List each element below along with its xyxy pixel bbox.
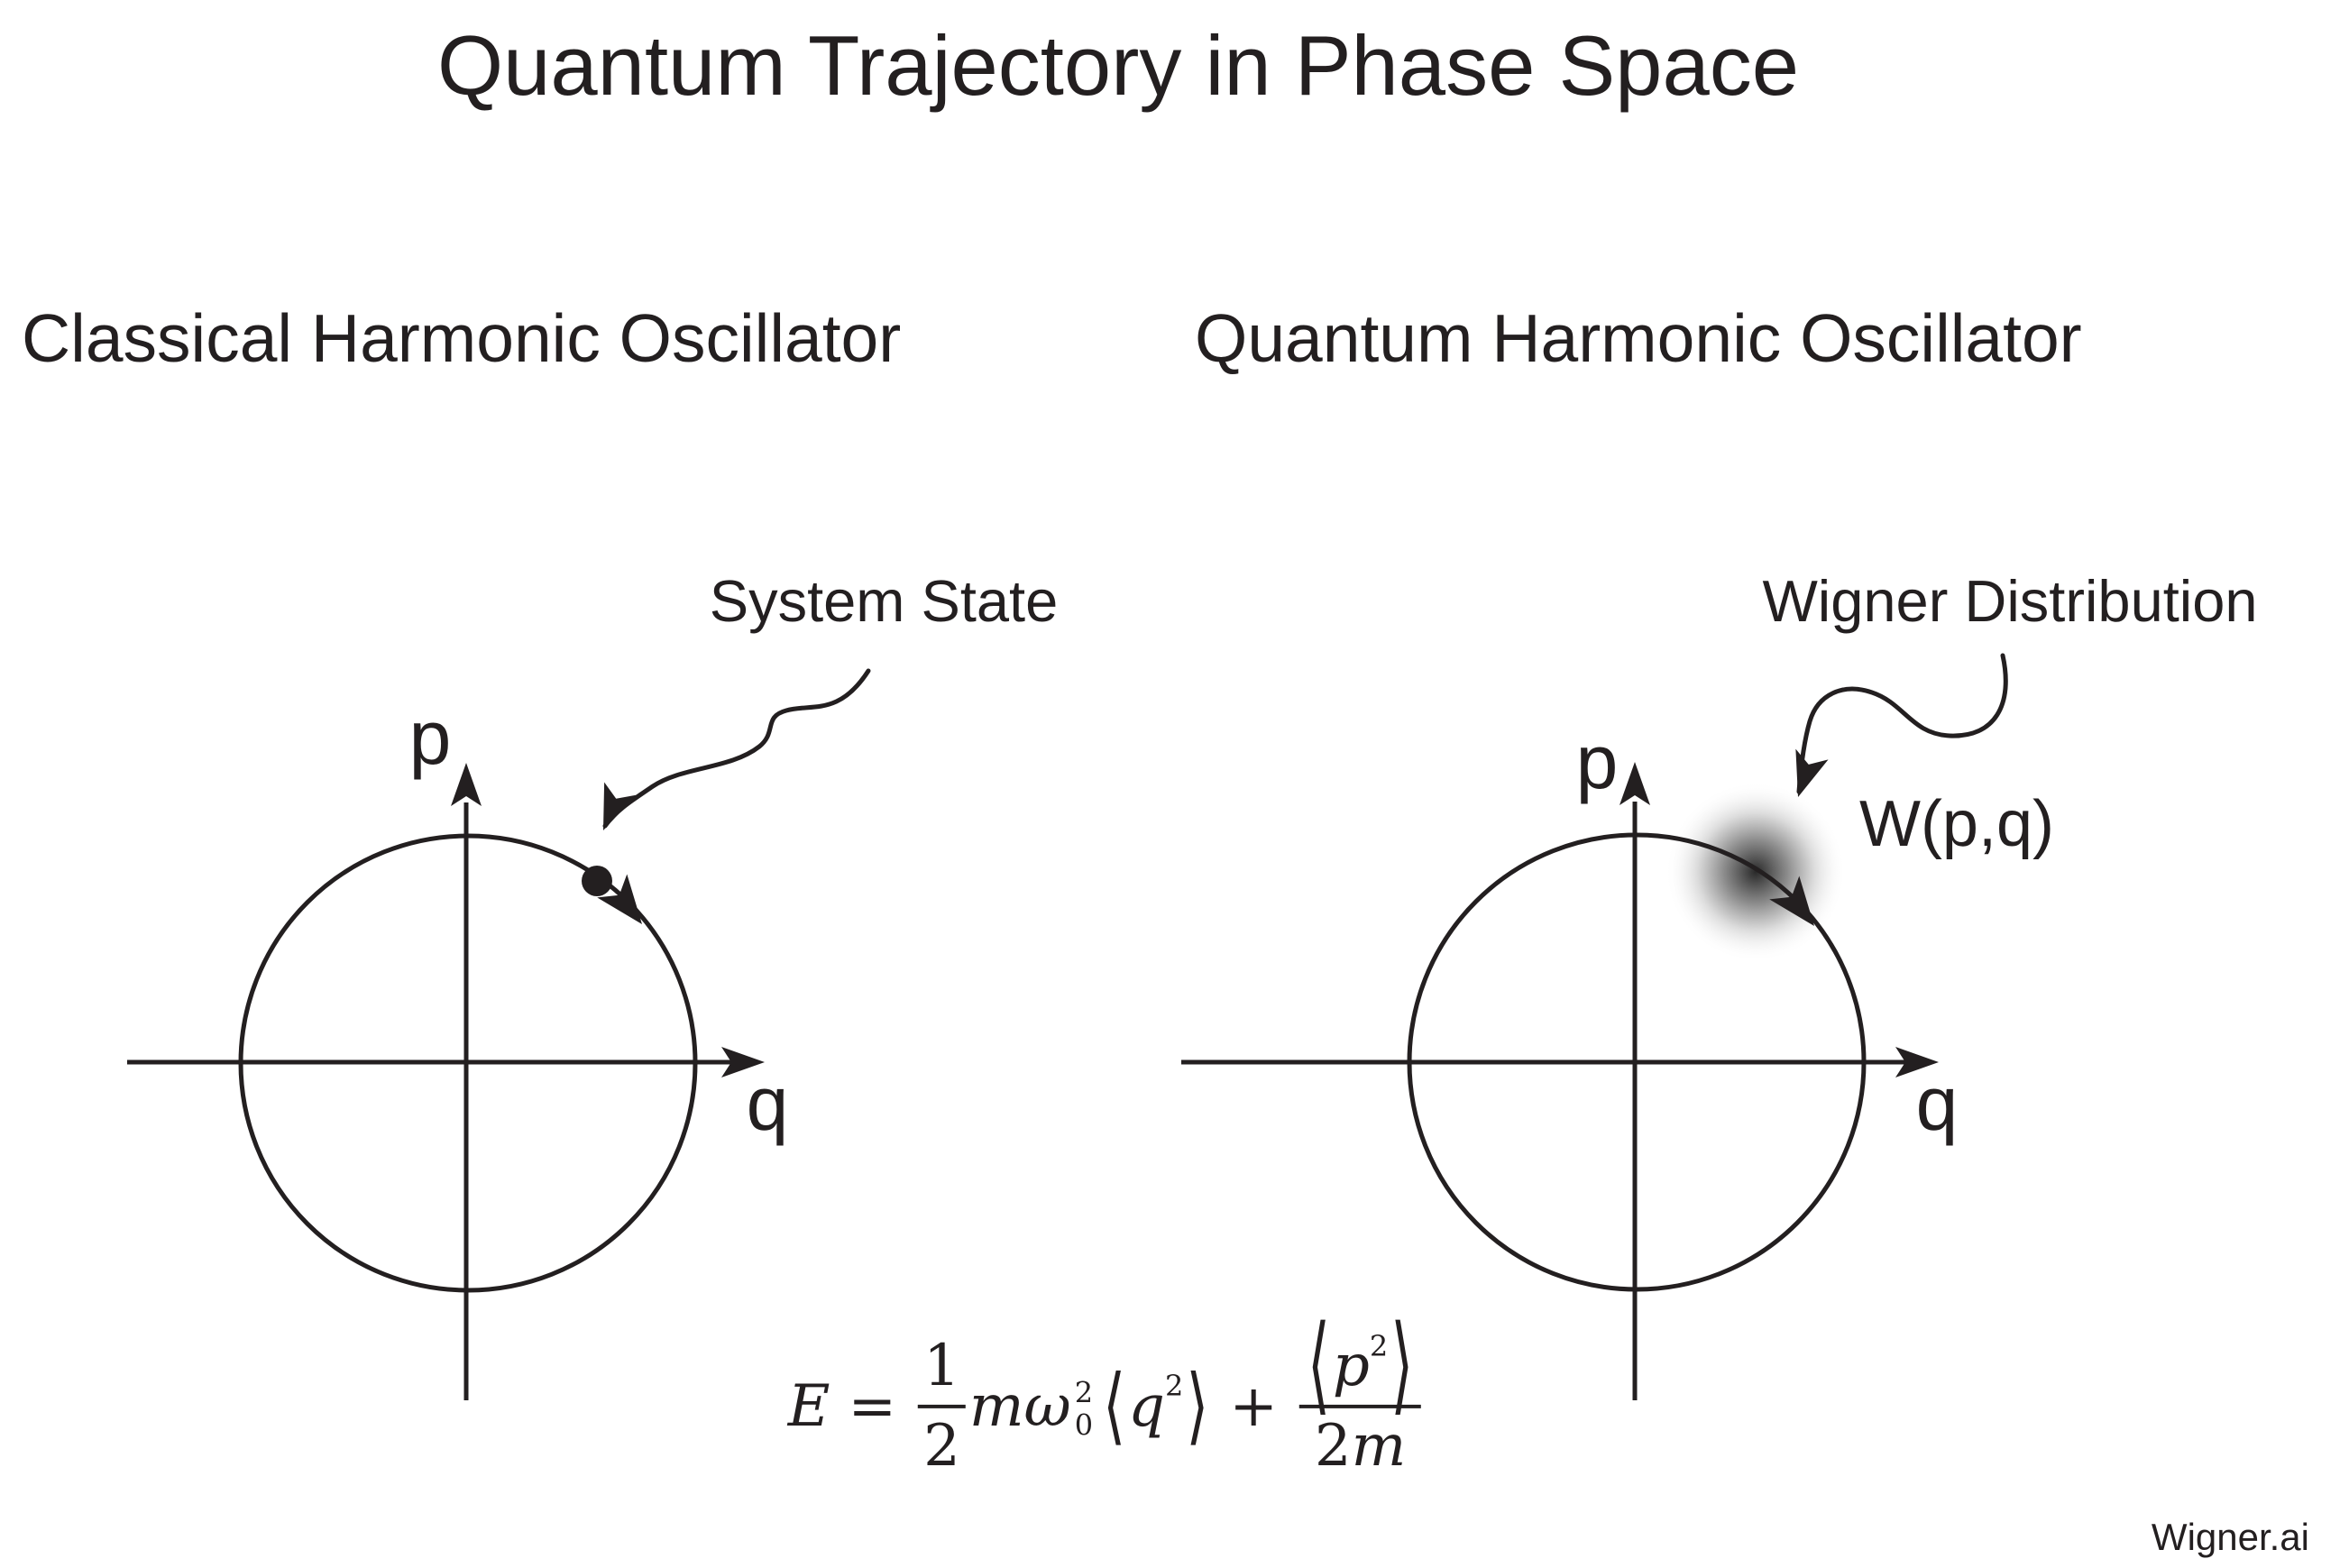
equation-lhs: E [787,1373,830,1440]
quantum-q-axis-label: q [1915,1061,1959,1146]
classical-heading: Classical Harmonic Oscillator [22,300,902,376]
equals-sign: = [848,1373,897,1440]
wigner-annotation-arrowhead-icon [1795,748,1829,797]
p-axis-arrowhead-icon [1620,762,1650,805]
motion-arrowhead-icon [597,874,642,924]
left-angle-bracket: ⟨ [1307,1303,1330,1427]
fraction-bar [918,1405,966,1408]
classical-q-axis-label: q [746,1061,789,1146]
motion-arrowhead-icon [1769,876,1814,926]
watermark: Wigner.ai [2151,1516,2309,1558]
state-dot [582,866,612,896]
fraction-bar [1298,1405,1422,1408]
wigner-function-label: W(p,q) [1859,788,2054,860]
mass-symbol: m [968,1373,1024,1440]
one-half-fraction: 1 2 [918,1334,966,1478]
wigner-annotation-arrow [1796,653,2008,794]
wigner-blob [1665,782,1846,962]
trajectory-circle [238,833,698,1293]
plus-sign: + [1229,1373,1278,1440]
quantum-p-axis-label: p [1575,720,1619,804]
classical-p-axis-label: p [408,695,452,780]
p-symbol: p [1332,1332,1370,1399]
wigner-distribution-label: Wigner Distribution [1762,568,2258,634]
omega-sup-sub: 2 0 [1074,1376,1094,1443]
q-axis-arrowhead-icon [1895,1047,1939,1077]
q-axis-arrowhead-icon [721,1047,765,1077]
q-symbol: q [1128,1373,1166,1440]
omega-symbol: ω [1023,1373,1071,1440]
system-state-annotation-arrowhead-icon [603,782,637,830]
classical-phase-diagram [127,668,871,1400]
left-angle-bracket: ⟨ [1103,1358,1126,1455]
page-title: Quantum Trajectory in Phase Space [436,18,1800,113]
system-state-label: System State [709,568,1059,634]
quantum-phase-diagram [1181,653,2008,1400]
quantum-heading: Quantum Harmonic Oscillator [1195,300,2082,376]
right-angle-bracket: ⟩ [1186,1358,1209,1455]
system-state-annotation-arrow [602,668,871,829]
right-angle-bracket: ⟩ [1390,1303,1414,1427]
trajectory-circle [1407,832,1867,1292]
p-axis-arrowhead-icon [451,763,482,806]
